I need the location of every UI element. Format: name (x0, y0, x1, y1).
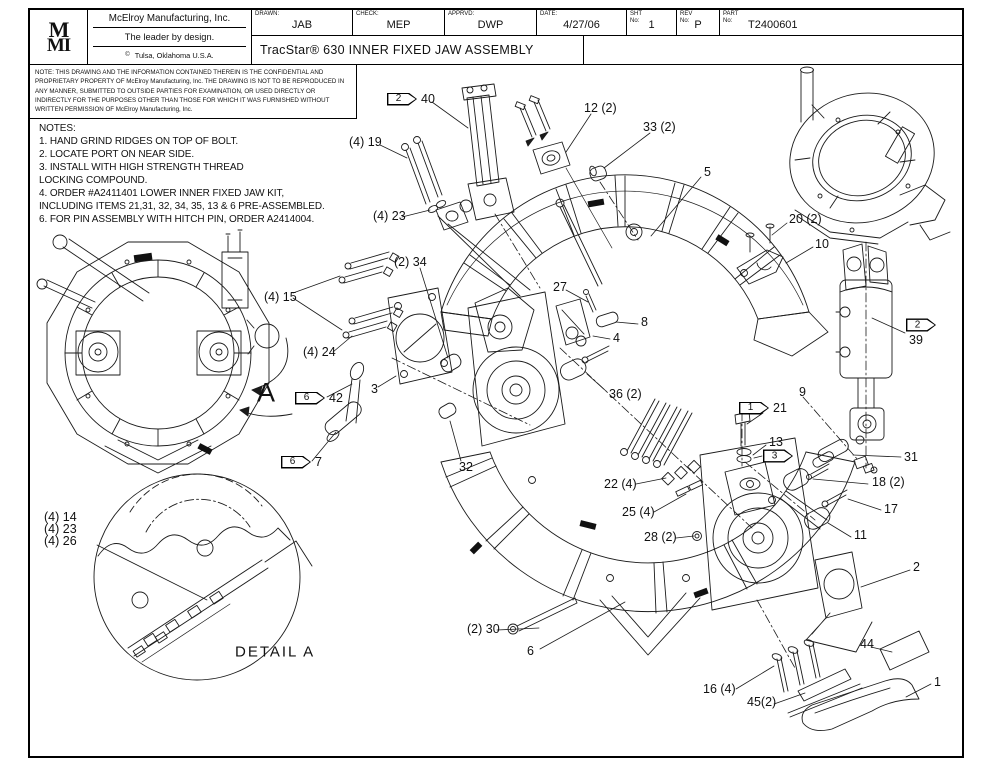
company-name: McElroy Manufacturing, Inc. (108, 13, 231, 25)
drawing-frame: M MI McElroy Manufacturing, Inc. The lea… (28, 8, 964, 758)
note-item: 1. HAND GRIND RIDGES ON TOP OF BOLT. (39, 136, 239, 147)
title-block: M MI McElroy Manufacturing, Inc. The lea… (30, 10, 962, 65)
logo-letters-mi: MI (46, 35, 71, 57)
field-sheet-no: SHT No: 1 (627, 10, 677, 35)
mcelroy-logo: M MI (30, 10, 88, 64)
field-check: CHECK: MEP (353, 10, 445, 35)
note-item: 4. ORDER #A2411401 LOWER INNER FIXED JAW… (39, 188, 325, 212)
company-cell: McElroy Manufacturing, Inc. The leader b… (88, 10, 252, 64)
company-tagline: The leader by design. (124, 31, 215, 42)
note-item: 6. FOR PIN ASSEMBLY WITH HITCH PIN, ORDE… (39, 214, 315, 225)
title-block-fields: DRAWN: JAB CHECK: MEP APPRVD: DWP DATE: … (252, 10, 962, 64)
company-location: Tulsa, Oklahoma U.S.A. (134, 50, 214, 60)
field-apprvd: APPRVD: DWP (445, 10, 537, 35)
logo-letter-m: M (48, 16, 70, 42)
field-date: DATE: 4/27/06 (537, 10, 627, 35)
note-item: 2. LOCATE PORT ON NEAR SIDE. (39, 149, 195, 160)
notes-heading: NOTES: (39, 123, 76, 134)
field-part-no: PART No: T2400601 (723, 11, 798, 31)
confidentiality-note: NOTE: THIS DRAWING AND THE INFORMATION C… (30, 65, 357, 120)
note-item: 3. INSTALL WITH HIGH STRENGTH THREAD LOC… (39, 162, 244, 186)
field-rev-no: REV No: P (677, 10, 720, 35)
notes-block: NOTES: 1. HAND GRIND RIDGES ON TOP OF BO… (39, 122, 384, 226)
copyright-icon: © (125, 52, 130, 59)
drawing-title: TracStar® 630 INNER FIXED JAW ASSEMBLY (252, 36, 584, 64)
field-drawn: DRAWN: JAB (252, 10, 353, 35)
